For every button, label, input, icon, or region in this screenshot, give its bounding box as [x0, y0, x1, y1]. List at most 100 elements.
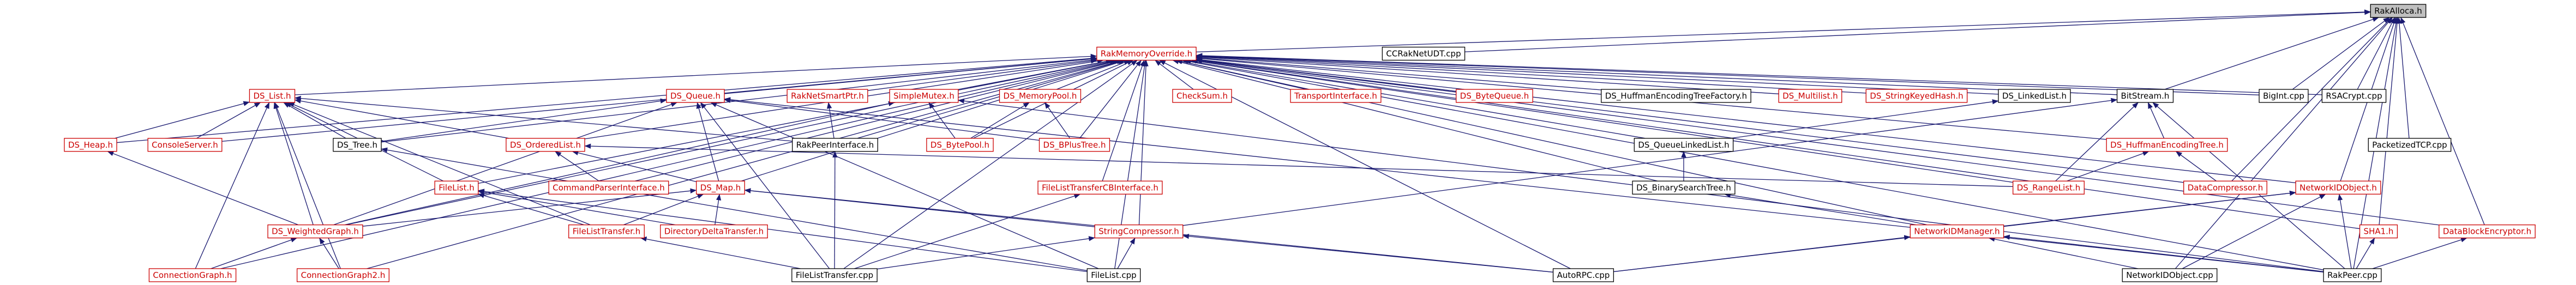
node-label: RakAlloca.h [2374, 6, 2422, 16]
node-rak-net-smart-ptr: RakNetSmartPtr.h [786, 89, 868, 103]
node-directory-delta: DirectoryDeltaTransfer.h [660, 224, 768, 239]
node-box [333, 138, 382, 152]
node-fltcbinterface: FileListTransferCBInterface.h [1037, 180, 1163, 195]
edge-file-list-transfer-h-to-ds-list [288, 102, 591, 226]
node-box [791, 268, 878, 282]
node-box [1998, 89, 2071, 103]
node-label: DS_BytePool.h [930, 140, 989, 150]
node-ds-huffman-tree: DS_HuffmanEncodingTree.h [2106, 138, 2228, 152]
edge-rsacrypt-to-rak-alloca [2357, 17, 2395, 90]
edge-ds-binary-search-tree-to-rak-memory-override [1172, 59, 1658, 181]
node-file-list-cpp[interactable]: FileList.cpp [1086, 268, 1141, 282]
node-box [434, 180, 479, 195]
edges-layer [107, 9, 2485, 273]
node-ds-huffman-factory[interactable]: DS_HuffmanEncodingTreeFactory.h [1601, 89, 1751, 103]
edge-ds-map-to-ds-queue [696, 102, 719, 181]
node-label: NetworkIDObject.cpp [2126, 270, 2213, 280]
edge-sha1-to-rak-alloca [2379, 17, 2400, 225]
node-ds-heap: DS_Heap.h [64, 138, 117, 152]
edge-ds-bplus-tree-to-rak-memory-override [1079, 60, 1142, 139]
edge-connection-graph-to-rak-memory-override [220, 59, 1119, 269]
edge-ds-huffman-tree-to-bit-stream [2147, 102, 2165, 139]
edge-ds-map-to-rak-memory-override [741, 59, 1126, 181]
node-box [1290, 89, 1382, 103]
edge-ds-weighted-graph-to-ds-map [362, 188, 697, 227]
node-box [2183, 180, 2267, 195]
node-box [1086, 268, 1141, 282]
node-packetized-tcp[interactable]: PacketizedTCP.cpp [2368, 138, 2452, 152]
edge-string-compressor-to-bit-stream [1182, 98, 2118, 226]
edge-network-idmanager-to-ds-binary-search-tree [1724, 192, 1917, 226]
node-rak-peer[interactable]: RakPeer.cpp [2323, 268, 2382, 282]
node-ds-string-keyed-hash: DS_StringKeyedHash.h [1865, 89, 1968, 103]
node-ccrak-net-udt[interactable]: CCRakNetUDT.cpp [1382, 46, 1466, 61]
node-label: DS_RangeList.h [2017, 183, 2081, 193]
node-label: DS_List.h [253, 91, 291, 101]
edge-rak-peer-to-ds-queue [724, 97, 2324, 272]
node-box [1037, 180, 1163, 195]
node-label: StringCompressor.h [1098, 227, 1179, 237]
edge-sha1-to-rak-memory-override [1191, 58, 2360, 229]
node-box [64, 138, 117, 152]
edge-ds-memory-pool-to-rak-memory-override [1056, 59, 1131, 90]
edge-auto-rpc-to-network-idmanager [1613, 235, 1911, 272]
edge-data-compressor-to-rak-alloca [2231, 17, 2392, 181]
node-ds-weighted-graph: DS_WeightedGraph.h [267, 224, 363, 239]
edge-bit-stream-to-rak-memory-override [1196, 53, 2117, 95]
edge-ds-weighted-graph-to-ds-queue [333, 102, 677, 226]
node-ds-byte-pool: DS_BytePool.h [926, 138, 994, 152]
node-bit-stream[interactable]: BitStream.h [2116, 89, 2174, 103]
node-check-sum: CheckSum.h [1172, 89, 1232, 103]
node-label: DS_BinarySearchTree.h [1636, 183, 1731, 193]
node-ds-queue-linked-list[interactable]: DS_QueueLinkedList.h [1634, 138, 1734, 152]
edge-ds-list-to-rak-memory-override [295, 53, 1097, 95]
edge-ds-byte-pool-to-ds-memory-pool [970, 102, 1030, 139]
node-box [926, 138, 994, 152]
node-box [2359, 224, 2398, 239]
edge-file-list-transfer-cpp-to-file-list-transfer-h [640, 237, 801, 269]
node-label: RakNetSmartPtr.h [791, 91, 864, 101]
edge-ds-multilist-to-rak-memory-override [1196, 54, 1779, 94]
node-ds-binary-search-tree[interactable]: DS_BinarySearchTree.h [1632, 180, 1736, 195]
node-ds-linked-list[interactable]: DS_LinkedList.h [1998, 89, 2071, 103]
edge-file-list-transfer-cpp-to-fltcbinterface [854, 193, 1081, 269]
node-box [889, 89, 959, 103]
node-label: DS_Multilist.h [1782, 91, 1838, 101]
node-file-list-transfer-cpp[interactable]: FileListTransfer.cpp [791, 268, 878, 282]
node-box [568, 224, 645, 239]
node-auto-rpc[interactable]: AutoRPC.cpp [1552, 268, 1614, 282]
edge-network-idobject-cpp-to-network-idmanager [1988, 237, 2138, 269]
node-rak-peer-interface[interactable]: RakPeerInterface.h [792, 138, 878, 152]
node-command-parser: CommandParserInterface.h [548, 180, 669, 195]
edge-file-list-transfer-h-to-file-list-h [478, 193, 585, 226]
edge-ds-string-keyed-hash-to-rak-memory-override [1196, 54, 1866, 94]
node-box [267, 224, 363, 239]
edge-big-int-to-rak-memory-override [1196, 53, 2260, 95]
edge-data-block-encryptor-to-rak-memory-override [1195, 58, 2439, 226]
node-label: ConsoleServer.h [152, 140, 218, 150]
node-label: FileListTransferCBInterface.h [1042, 183, 1158, 192]
node-ds-memory-pool: DS_MemoryPool.h [999, 89, 1082, 103]
edge-bit-stream-to-rak-alloca [2164, 17, 2379, 90]
node-box [1910, 224, 2004, 239]
node-ds-queue: DS_Queue.h [666, 89, 725, 103]
edge-ds-weighted-graph-to-simple-mutex [344, 101, 895, 226]
node-label: BitStream.h [2121, 91, 2170, 101]
node-network-idobject-cpp[interactable]: NetworkIDObject.cpp [2122, 268, 2218, 282]
node-big-int[interactable]: BigInt.cpp [2259, 89, 2309, 103]
edge-ds-range-list-to-rak-memory-override [1190, 58, 2013, 183]
edge-network-idmanager-to-rak-memory-override [1176, 59, 1928, 226]
node-label: CheckSum.h [1176, 91, 1228, 101]
node-label: DS_Heap.h [68, 140, 113, 150]
node-ds-tree[interactable]: DS_Tree.h [333, 138, 382, 152]
edge-packetized-tcp-to-rak-alloca [2397, 17, 2410, 138]
node-label: RSACrypt.cpp [2326, 91, 2382, 101]
edge-connection-graph2-to-ds-list [274, 102, 341, 269]
node-label: ConnectionGraph.h [153, 270, 232, 280]
node-label: PacketizedTCP.cpp [2372, 140, 2447, 150]
edge-directory-delta-to-ds-map [714, 193, 722, 225]
node-rsacrypt[interactable]: RSACrypt.cpp [2321, 89, 2387, 103]
edge-ds-ordered-list-to-ds-list [294, 98, 509, 139]
node-box [999, 89, 1082, 103]
